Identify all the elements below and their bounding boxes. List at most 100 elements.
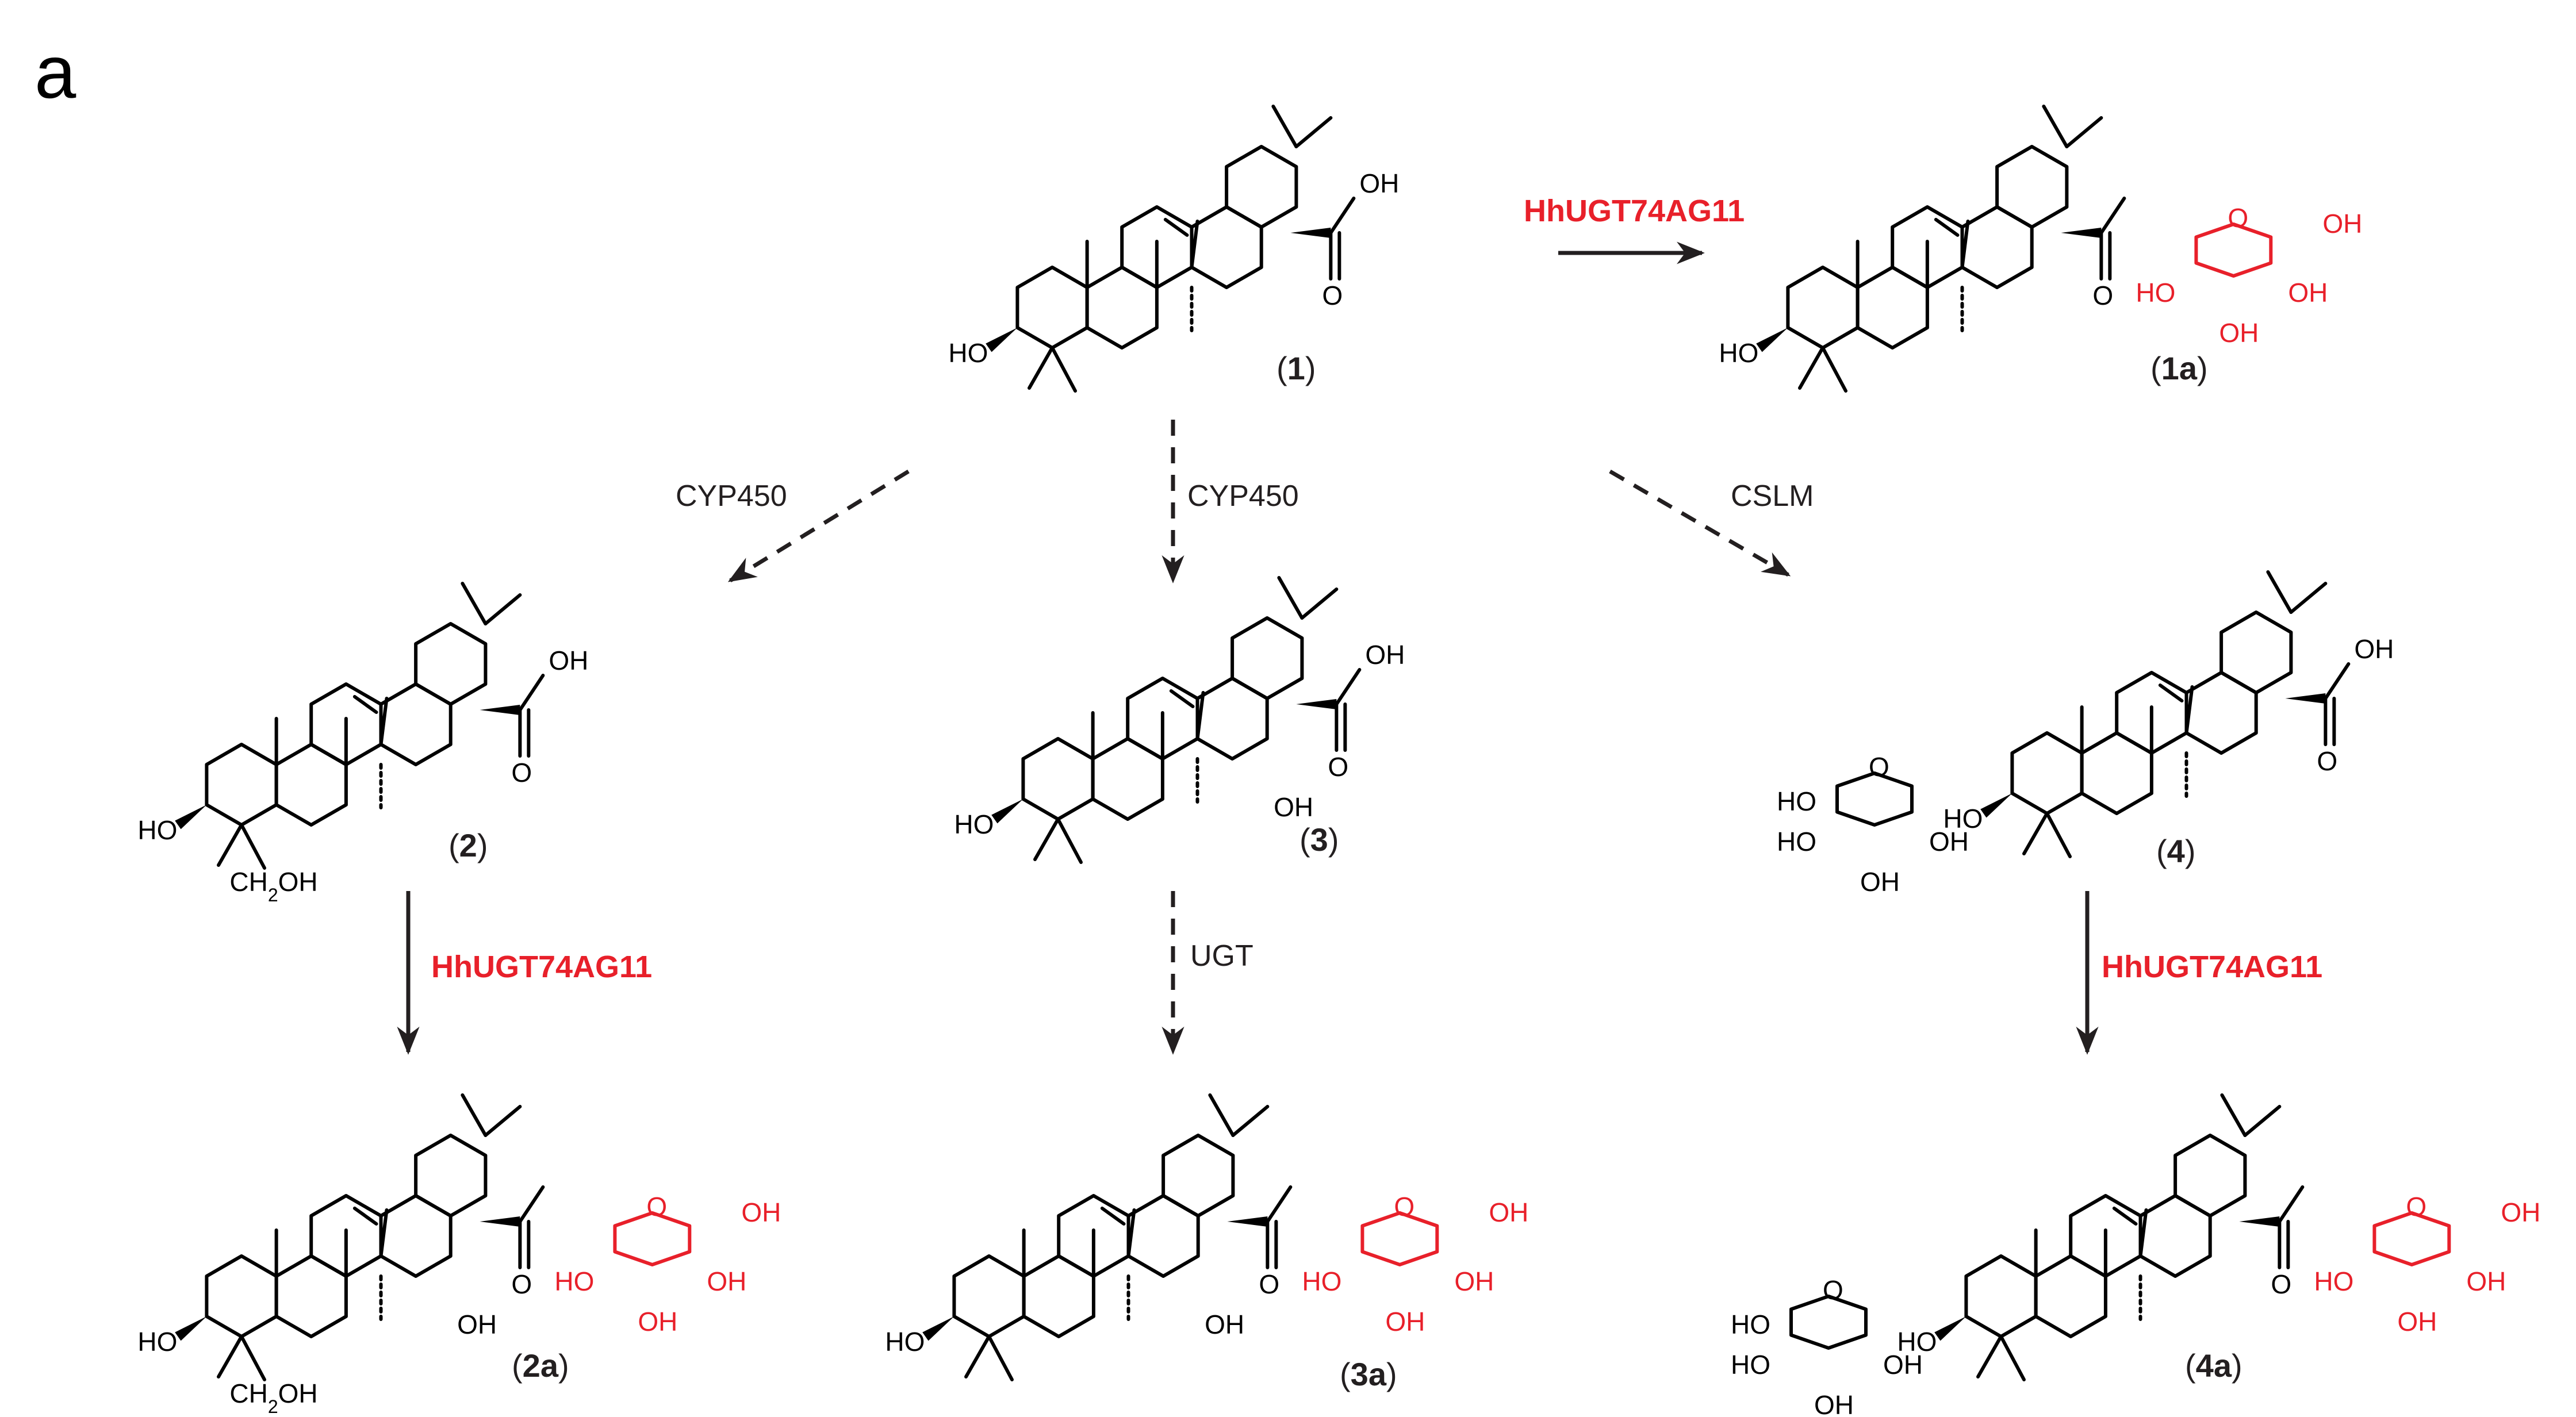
wedge-bond [1980,793,2012,818]
wedge-bond [986,328,1018,352]
bond [1335,668,1362,706]
ring-d [379,1194,453,1278]
bond [518,1185,545,1223]
atom-oh: OH [741,1197,781,1227]
ring-b [1091,737,1164,821]
compound-label-3a: (3a) [1340,1356,1397,1392]
methyl [1960,220,1970,269]
step-label-cyp450-left: CYP450 [676,479,787,513]
double-bond [2158,683,2184,702]
atom-oh: OH [2501,1197,2540,1227]
methyl [1821,346,1847,393]
atom-oh: OH [1814,1390,1854,1417]
double-bond [1100,1207,1126,1226]
bond [2278,1185,2305,1223]
methyl [1190,220,1199,269]
atom-ho: HO [1731,1310,1770,1339]
atom-ho: HO [1302,1266,1341,1296]
ring-d [2184,671,2258,755]
atom-ring-o: O [646,1192,667,1222]
bond [1329,197,1356,235]
methyl [240,823,266,870]
enzyme-label-2a: HhUGT74AG11 [431,950,652,984]
ring-d [1195,677,1269,761]
atom-ho: HO [2314,1266,2353,1296]
atom-oh-c16: OH [457,1310,497,1339]
atom-ho: HO [1731,1350,1770,1380]
atom-oh: OH [2219,318,2259,348]
compound-label-4: (4) [2156,833,2195,869]
compound-label-1a: (1a) [2150,350,2208,386]
ring-b [1085,266,1159,350]
atom-o-carbonyl: O [2271,1269,2291,1299]
atom-oh-acid: OH [1359,168,1399,198]
methyl [2220,1093,2247,1137]
atom-ho-c3: HO [954,809,994,839]
atom-oh: OH [2288,278,2328,308]
double-bond [2112,1207,2138,1226]
atom-ring-o: O [1394,1192,1414,1222]
methyl [1300,587,1339,620]
atom-ring-o: O [1823,1275,1843,1305]
enzyme-label-1a: HhUGT74AG11 [1524,194,1745,228]
atom-ho-c3: HO [137,1327,177,1357]
ring-b [2080,731,2153,815]
sugar-ring [1835,771,1914,827]
atom-ho-c3: HO [1943,804,1983,834]
atom-oh-acid: OH [1365,640,1405,670]
arrow-1-to-2 [727,470,910,582]
atom-o-carbonyl: O [1322,281,1343,310]
atom-oh: OH [1454,1266,1494,1296]
ring-a [1964,1254,2038,1338]
atom-oh: OH [1883,1350,1923,1380]
atom-oh: OH [1489,1197,1528,1227]
atom-ring-o: O [2228,203,2248,233]
methyl [1208,1093,1235,1137]
double-bond [352,695,378,714]
atom-oh: OH [2397,1307,2437,1337]
atom-o-carbonyl: O [1328,752,1348,782]
methyl [1195,691,1205,740]
methyl [1028,346,1054,390]
atom-ring-o: O [1869,752,1889,782]
methyl [2022,812,2049,855]
step-label-cslm: CSLM [1731,479,1814,513]
ring-b [1022,1254,1095,1338]
atom-o-carbonyl: O [1259,1269,1279,1299]
methyl [1999,1335,2026,1381]
atom-ho-c3: HO [1897,1327,1937,1357]
methyl [1271,105,1298,148]
svg-text:(4a): (4a) [2185,1347,2242,1384]
wedge-bond [480,1216,520,1227]
wedge-bond [1227,1216,1268,1227]
svg-text:(2): (2) [448,827,488,863]
methyl [1798,346,1824,390]
bond [2099,197,2126,235]
sugar-ring [2194,222,2273,278]
methyl [1126,1208,1136,1258]
wedge-bond [2239,1216,2280,1227]
wedge-bond [175,1316,207,1341]
double-bond [352,1207,378,1226]
wedge-bond [1934,1316,1966,1341]
wedge-bond [1296,699,1337,709]
ring-d [379,682,453,766]
sugar-ring [1789,1295,1868,1350]
wedge-bond [480,705,520,715]
methyl [1976,1335,2003,1378]
atom-oh-acid: OH [549,646,588,675]
compound-label-3: (3) [1300,821,1339,858]
methyl [1277,576,1304,620]
methyl [484,1105,522,1137]
atom-oh: OH [2322,209,2362,239]
wedge-bond [175,805,207,830]
wedge-bond [922,1316,954,1341]
methyl [2266,570,2293,614]
